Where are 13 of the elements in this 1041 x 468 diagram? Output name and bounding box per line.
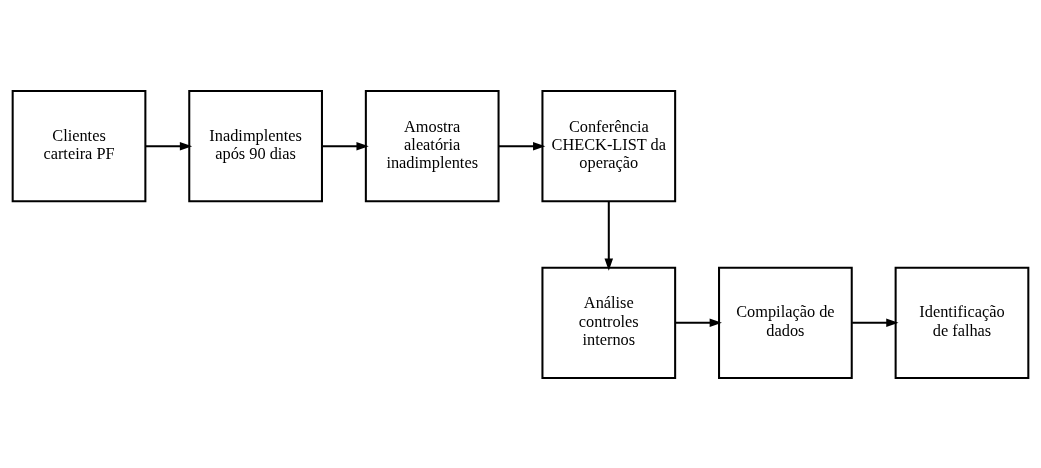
node-box: Conferência CHECK-LIST da operação bbox=[541, 89, 677, 202]
arrow bbox=[322, 141, 369, 150]
node-box: Inadimplentes após 90 dias bbox=[188, 89, 323, 202]
arrow bbox=[675, 318, 722, 327]
arrow bbox=[852, 318, 899, 327]
arrow bbox=[604, 201, 614, 271]
node-box: Clientes carteira PF bbox=[11, 89, 147, 202]
arrow bbox=[145, 141, 193, 150]
arrow bbox=[498, 141, 546, 150]
node-box: Identificação de falhas bbox=[894, 266, 1030, 379]
node-box: Compilação de dados bbox=[718, 266, 853, 379]
node-box: Amostra aleatória inadimplentes bbox=[364, 89, 500, 202]
node-box: Análise controles internos bbox=[541, 266, 677, 379]
